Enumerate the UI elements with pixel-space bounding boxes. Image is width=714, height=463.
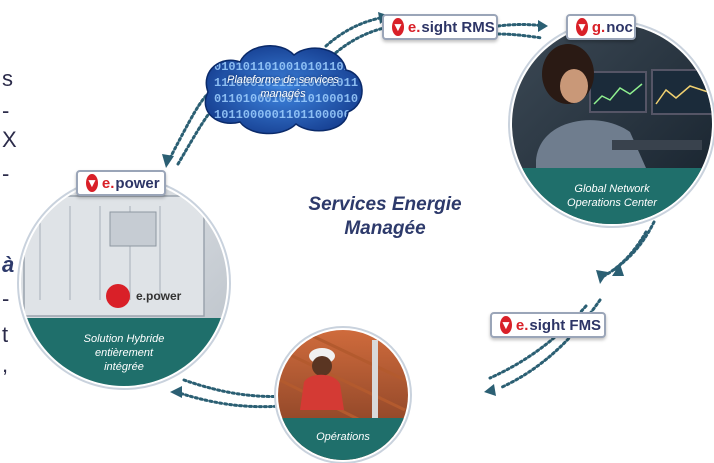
left-fragment: - [2,286,10,311]
center-title-line2: Managée [344,218,426,239]
ops-caption-line1: Opérations [316,431,370,443]
badge-name: sight FMS [529,316,602,334]
badge-prefix: e. [515,316,529,334]
brand-logo-icon: ▼ [392,18,404,36]
machine-logo-text: e.power [136,289,182,303]
cloud-digit-row: 10110000011011000001 [214,108,358,122]
left-fragment: X [2,127,17,152]
brand-logo-icon: ▼ [86,174,98,192]
cloud-digit-row: 01101000100110100010 [214,92,358,106]
left-fragment: - [2,98,10,123]
power-node: e.power [17,176,231,390]
badge-name: power [115,174,160,192]
left-fragment: , [2,352,9,377]
epower-badge: ▼ e. power [76,170,166,196]
cloud-digit-row: 01010110100101011010 [214,60,358,74]
left-edge-text: s - X - à - t , [0,0,20,463]
left-fragment: - [2,161,10,186]
noc-node [508,20,714,228]
badge-prefix: e. [101,174,115,192]
brand-logo-icon: ▼ [576,18,588,36]
left-fragment: t [2,322,9,347]
cloud-digit-row: 11100010111110001011 [214,76,358,90]
cloud-platform: 01010110100101011010 11100010111110001011… [204,45,363,135]
left-fragment: s [2,66,13,91]
left-fragment: à [2,252,15,277]
power-caption: Solution Hybride entièrement intégrée [50,332,198,374]
connector-lines [168,16,656,409]
power-caption-line3: intégrée [104,361,144,373]
esight-fms-badge: ▼ e. sight FMS [490,312,606,338]
badge-prefix: e. [407,18,421,36]
brand-logo-icon: ▼ [500,316,512,334]
gnoc-badge: ▼ g. noc [566,14,636,40]
badge-name: sight RMS [421,18,495,36]
badge-name: noc [606,18,633,36]
esight-rms-badge: ▼ e. sight RMS [382,14,498,40]
cloud-label: Plateforme de services managés [227,74,339,100]
power-caption-line2: entièrement [94,347,154,359]
center-title-line1: Services Energie [308,194,462,215]
ops-node [274,326,412,463]
power-caption-line1: Solution Hybride [83,333,165,345]
ops-caption: Opérations [298,430,388,444]
badge-prefix: g. [591,18,606,36]
noc-caption-line2: Operations Center [567,197,657,209]
center-title: Services Energie Managée [300,193,470,241]
noc-caption: Global Network Operations Center [540,182,684,210]
noc-caption-line1: Global Network [574,183,650,195]
